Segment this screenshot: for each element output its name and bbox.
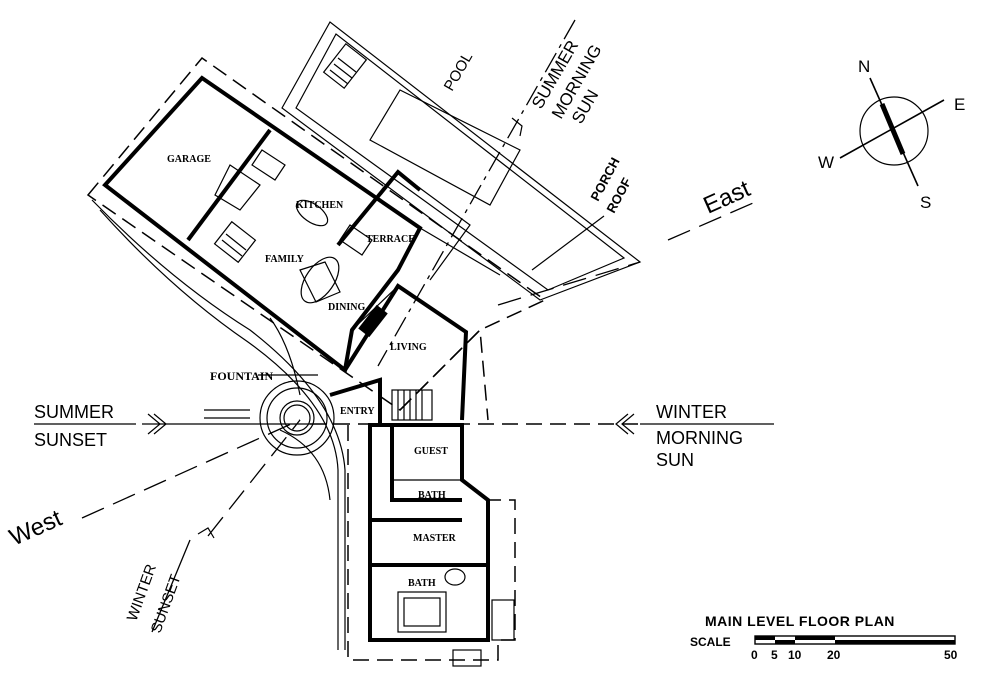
scale-tick-10: 10: [788, 648, 802, 662]
west-label: West: [5, 505, 66, 552]
summer-sunset-line2: SUNSET: [34, 430, 107, 450]
scale-tick-5: 5: [771, 648, 778, 662]
dining-label: DINING: [328, 302, 365, 313]
scale-bar: [754, 635, 956, 645]
main-wing: [86, 56, 547, 411]
garage-label: GARAGE: [167, 154, 211, 165]
kitchen-label: KITCHEN: [296, 200, 344, 211]
compass-e: E: [954, 95, 965, 114]
bath-upper-label: BATH: [418, 490, 446, 501]
terrace-label: TERRACE: [366, 234, 415, 245]
scale-label: SCALE: [690, 635, 731, 649]
scale-tick-0: 0: [751, 648, 758, 662]
guest-label: GUEST: [414, 446, 448, 457]
living-label: LIVING: [390, 342, 427, 353]
lower-wing: [329, 377, 516, 667]
east-label: East: [699, 175, 754, 219]
entry-label: ENTRY: [340, 406, 375, 417]
bath-lower-label: BATH: [408, 578, 436, 589]
fountain-icon: [204, 374, 335, 456]
family-label: FAMILY: [265, 254, 305, 265]
scale-tick-20: 20: [827, 648, 841, 662]
summer-sunset-line1: SUMMER: [34, 402, 114, 422]
master-label: MASTER: [413, 533, 457, 544]
scale-tick-50: 50: [944, 648, 958, 662]
living-area: [343, 283, 489, 421]
plan-title: MAIN LEVEL FLOOR PLAN: [705, 613, 895, 629]
sun-lines: [81, 19, 761, 539]
compass-w: W: [818, 153, 834, 172]
fountain-label: FOUNTAIN: [210, 369, 273, 383]
compass-n: N: [858, 57, 870, 76]
winter-morning-line1: WINTER: [656, 402, 727, 422]
winter-morning-line3: SUN: [656, 450, 694, 470]
compass-s: S: [920, 193, 931, 212]
winter-morning-line2: MORNING: [656, 428, 743, 448]
pool-label: POOL: [441, 49, 477, 94]
compass-icon: [839, 77, 945, 187]
